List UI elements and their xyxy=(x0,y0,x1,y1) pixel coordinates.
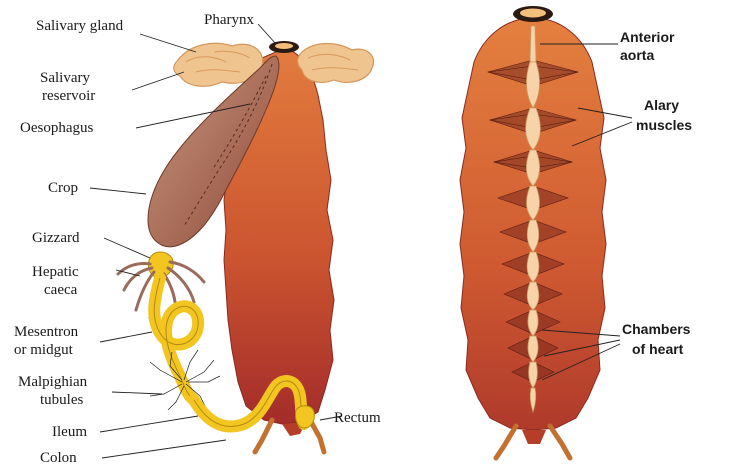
label-salivary-reservoir-1: Salivary xyxy=(40,70,90,86)
label-colon: Colon xyxy=(40,450,77,464)
label-anterior-aorta-2: aorta xyxy=(620,47,654,63)
rectum xyxy=(295,406,314,428)
label-chambers-2: of heart xyxy=(632,341,684,357)
label-alary-muscles-2: muscles xyxy=(636,117,692,133)
label-hepatic-caeca-2: caeca xyxy=(44,282,78,298)
label-salivary-gland: Salivary gland xyxy=(36,18,124,34)
label-anterior-aorta-1: Anterior xyxy=(620,29,675,45)
anterior-aorta xyxy=(530,26,536,62)
label-malpighian-2: tubules xyxy=(40,392,83,408)
label-salivary-reservoir-2: reservoir xyxy=(42,88,95,104)
label-chambers-1: Chambers xyxy=(622,321,691,337)
label-pharynx: Pharynx xyxy=(204,12,254,28)
label-gizzard: Gizzard xyxy=(32,230,80,246)
label-alary-muscles-1: Alary xyxy=(644,97,679,113)
label-hepatic-caeca-1: Hepatic xyxy=(32,264,79,280)
salivary-gland-right xyxy=(298,44,374,83)
label-oesophagus: Oesophagus xyxy=(20,120,93,136)
label-ileum: Ileum xyxy=(52,424,87,440)
label-crop: Crop xyxy=(48,180,78,196)
digestive-system-figure: Salivary gland Pharynx Salivary reservoi… xyxy=(14,12,381,464)
circulatory-system-figure: Anterior aorta Alary muscles Chambers of… xyxy=(460,6,692,458)
label-rectum: Rectum xyxy=(334,410,381,426)
label-mesentron-1: Mesentron xyxy=(14,324,79,340)
label-mesentron-2: or midgut xyxy=(14,342,74,358)
label-malpighian-1: Malpighian xyxy=(18,374,88,390)
